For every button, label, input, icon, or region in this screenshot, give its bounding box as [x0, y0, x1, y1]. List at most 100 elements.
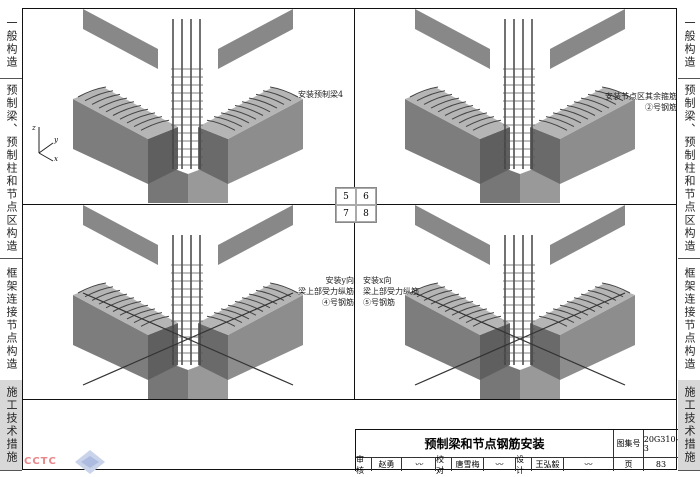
top-longitudinal-rebar [414, 292, 626, 386]
step-number: 8 [356, 205, 376, 222]
stirrup [580, 293, 610, 305]
atlas-label: 图集号 [614, 430, 644, 458]
stirrup [269, 282, 299, 294]
axis-icon: z y x [31, 124, 59, 163]
stirrup [545, 116, 575, 128]
reviewer-name: 赵勇 [372, 458, 402, 471]
beam-junction-drawing [405, 205, 635, 399]
stirrup [227, 108, 257, 120]
beam-face [218, 205, 293, 265]
beam-face [560, 295, 635, 380]
beam-face [560, 99, 635, 184]
check-label: 校对 [436, 455, 452, 475]
beam-face [228, 295, 303, 380]
beam-face [73, 99, 148, 184]
beam-face [198, 323, 228, 380]
beam-face [228, 99, 303, 184]
stirrup [566, 105, 596, 116]
stirrup [105, 101, 135, 113]
side-tab-construction[interactable]: 施工技术措施 [0, 380, 22, 471]
stirrup [437, 101, 467, 113]
stirrup [220, 112, 250, 124]
panel-step-6 [355, 9, 685, 203]
stirrup [444, 301, 474, 312]
beam-junction-drawing [73, 205, 303, 399]
stirrup [206, 119, 236, 131]
step-number: 7 [336, 205, 356, 222]
beam-face [550, 205, 625, 265]
step-number: 5 [336, 188, 356, 205]
stirrup [552, 112, 582, 124]
beam-top [198, 283, 303, 335]
checker-signature: 〰 [484, 458, 516, 471]
stirrup [409, 86, 439, 98]
beam-top [405, 87, 510, 139]
beam-top [73, 283, 178, 335]
panel-step-5 [23, 9, 353, 203]
stirrup [437, 297, 467, 309]
beam-face [218, 9, 293, 69]
beam-face [73, 295, 148, 380]
beam-face [405, 99, 480, 184]
stirrup [241, 297, 271, 309]
stirrup [423, 93, 453, 105]
beam-face [550, 9, 625, 69]
stirrup [458, 112, 488, 124]
beam-face [405, 295, 480, 380]
side-tab-construction[interactable]: 施工技术措施 [678, 380, 700, 471]
top-longitudinal-rebar [82, 292, 294, 386]
stirrup [465, 312, 495, 324]
side-tab-precast[interactable]: 预制梁、预制柱和节点区构造 [678, 78, 700, 259]
panel-step-8 [355, 205, 685, 399]
stirrup [538, 315, 568, 327]
beam-face [480, 323, 510, 380]
stirrup [133, 312, 163, 324]
atlas-number: 20G310-3 [644, 430, 678, 458]
side-tab-precast[interactable]: 预制梁、预制柱和节点区构造 [0, 78, 22, 259]
beam-top [530, 87, 635, 139]
stirrup [119, 304, 149, 316]
stirrup [580, 97, 610, 109]
stirrup [409, 282, 439, 294]
title-block: 预制梁和节点钢筋安装 图集号 20G310-3 审核 赵勇 〰 校对 唐雪梅 〰… [355, 429, 678, 475]
stirrup [465, 116, 495, 128]
stirrup [451, 108, 481, 120]
beam-face [415, 9, 490, 69]
stirrup [458, 308, 488, 320]
stirrup [587, 289, 617, 301]
stirrup [255, 289, 285, 301]
beam-top [530, 283, 635, 335]
side-tab-general[interactable]: 一般构造 [0, 8, 22, 79]
beam-junction-drawing [405, 9, 635, 203]
stirrup [472, 119, 502, 131]
stirrup [126, 308, 156, 320]
page-number: 83 [655, 460, 667, 469]
side-tab-general[interactable]: 一般构造 [678, 8, 700, 79]
stirrup [140, 119, 170, 131]
design-label: 设计 [516, 455, 532, 475]
svg-text:y: y [53, 136, 59, 144]
divider [23, 399, 677, 400]
beam-top [405, 283, 510, 335]
beam-face [148, 127, 178, 184]
stirrup [416, 90, 446, 102]
step-index-grid: 5 6 7 8 [335, 187, 377, 223]
stirrup [255, 93, 285, 105]
stirrup [133, 116, 163, 128]
step-number: 6 [356, 188, 376, 205]
reviewer-signature: 〰 [402, 458, 436, 471]
stirrup [98, 293, 128, 305]
stirrup [269, 86, 299, 98]
stirrup [213, 312, 243, 324]
stirrup [594, 90, 624, 102]
stirrup [126, 112, 156, 124]
svg-text:x: x [54, 155, 58, 163]
stirrup [227, 304, 257, 316]
stirrup [105, 297, 135, 309]
stirrup [559, 304, 589, 316]
stirrup [140, 315, 170, 327]
side-tab-frame[interactable]: 框架连接节点构造 [0, 258, 22, 381]
stirrup [241, 101, 271, 113]
